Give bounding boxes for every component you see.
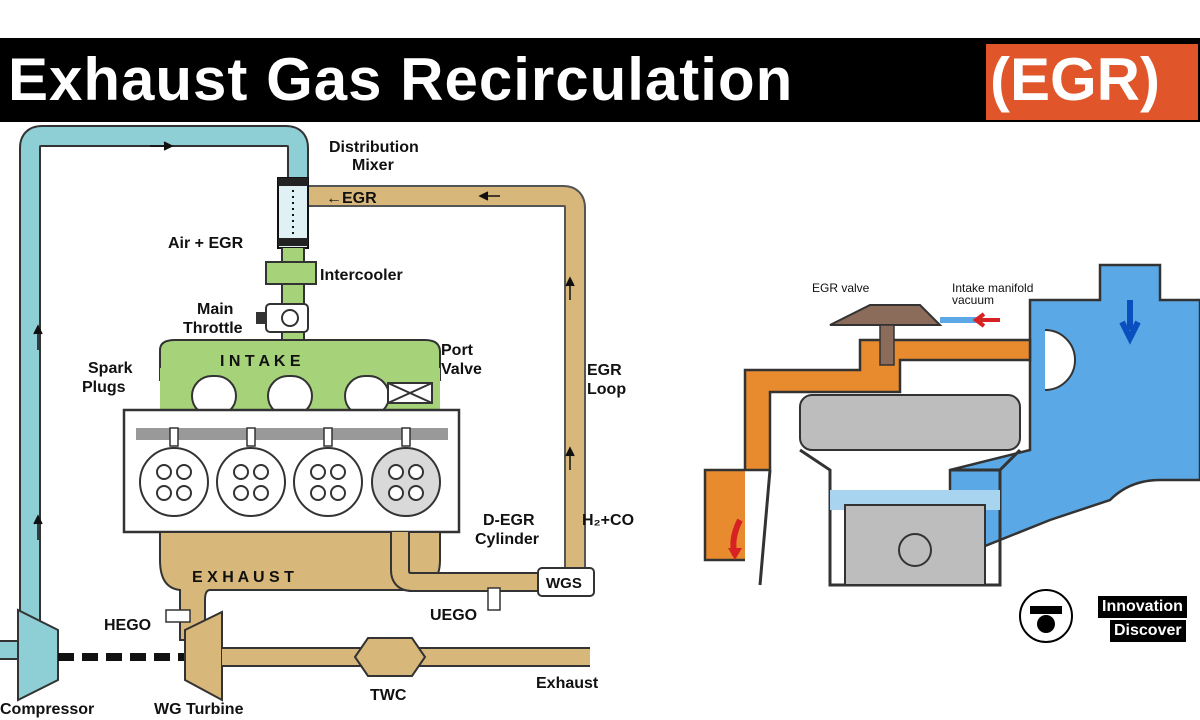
label-egr-loop-1: EGR [587,362,622,379]
label-air-egr: Air + EGR [168,235,244,252]
egr-passage [703,338,1032,562]
label-hego: HEGO [104,617,151,634]
label-port: Port [441,342,474,359]
label-egr-valve: EGR valve [812,281,870,295]
label-degr: D-EGR [483,512,535,529]
intercooler [265,261,317,285]
page-title: Exhaust Gas Recirculation [8,46,794,113]
label-egr: ←EGR [326,190,377,207]
label-egr-loop-2: Loop [587,381,626,398]
label-throttle: Throttle [183,320,243,337]
right-egr-valve-diagram [703,263,1200,587]
label-distribution: Distribution [329,139,419,156]
label-intake: I N T A K E [220,353,301,370]
brand-line2: Discover [1110,620,1186,642]
compressor [17,608,59,702]
label-spark: Spark [88,360,133,377]
label-intake-manifold: Intake manifold [952,281,1033,295]
label-valve: Valve [441,361,482,378]
label-wg-turbine: WG Turbine [154,701,244,718]
spark-plugs [169,427,411,447]
label-exhaust-manifold: E X H A U S T [192,569,294,586]
left-labels: Distribution Mixer ←EGR Air + EGR Interc… [0,139,634,718]
label-vacuum: vacuum [952,293,994,307]
wg-turbine [184,610,223,702]
label-compressor: Compressor [0,701,94,718]
left-egr-system-diagram [0,125,595,702]
wgs-box [537,567,595,597]
egr-valve [829,304,943,326]
intake-manifold-passage [948,263,1200,562]
title-highlight: (EGR) [990,46,1160,113]
label-h2co: H₂+CO [582,512,634,529]
label-wgs: WGS [546,575,582,592]
hego-sensor [165,609,191,623]
brand-line1: Innovation [1098,596,1187,618]
label-main: Main [197,301,233,318]
uego-sensor [487,587,501,611]
label-twc: TWC [370,687,407,704]
gear-logo-icon [1019,589,1073,643]
label-exhaust-out: Exhaust [536,675,599,692]
brand-logo: Innovation Discover [1018,586,1200,648]
cylinders [139,447,441,517]
cylinder-head [799,394,1021,451]
title-highlight-box [986,44,1198,120]
label-plugs: Plugs [82,379,126,396]
distribution-mixer [277,177,309,249]
right-labels: EGR valve Intake manifold vacuum [812,281,1033,307]
twc-catalyst [353,637,427,677]
label-mixer: Mixer [352,157,394,174]
label-intercooler: Intercooler [320,267,403,284]
label-uego: UEGO [430,607,477,624]
label-cylinder: Cylinder [475,531,539,548]
